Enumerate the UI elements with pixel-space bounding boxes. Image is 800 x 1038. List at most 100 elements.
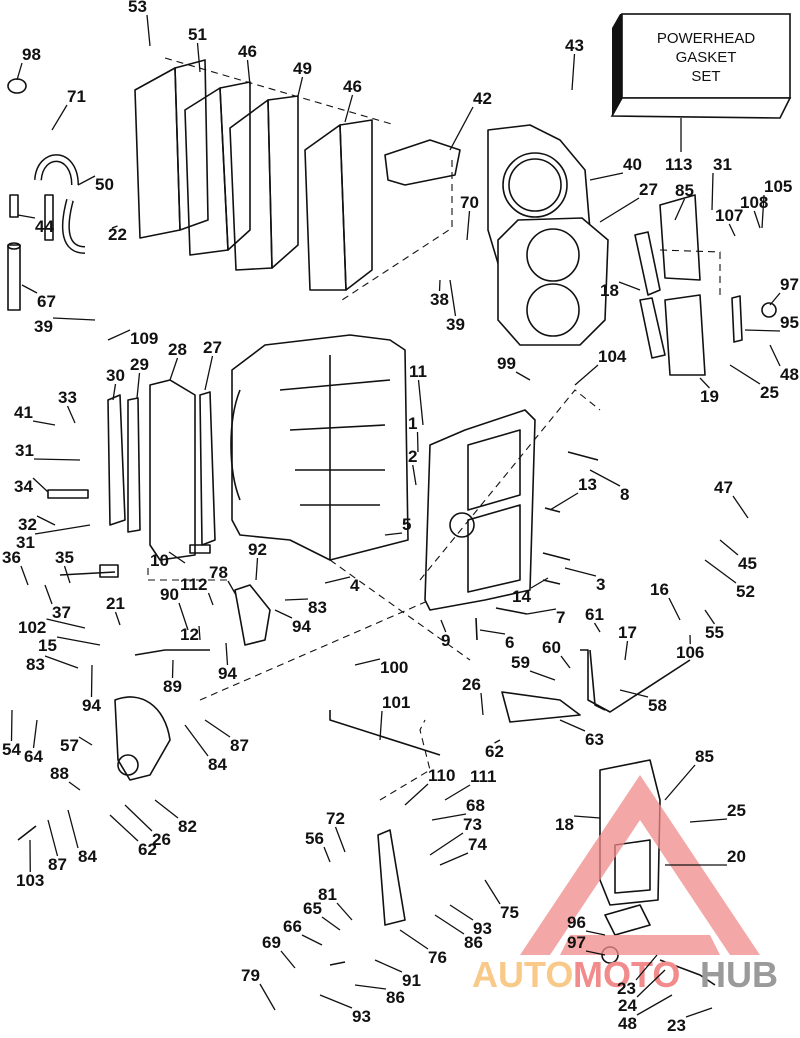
callout-label: 31 — [713, 155, 732, 174]
callout-106: 106 — [676, 634, 704, 662]
callout-label: 4 — [350, 576, 360, 595]
leader-line — [284, 598, 309, 601]
cylinder-head — [341, 124, 609, 346]
leader-line — [429, 832, 464, 856]
callout-109: 109 — [107, 329, 158, 348]
callout-label: 45 — [738, 554, 757, 573]
callout-label: 14 — [512, 587, 531, 606]
watermark-moto: MOTO — [573, 954, 680, 995]
callout-69: 69 — [262, 933, 296, 969]
callout-label: 108 — [740, 193, 768, 212]
leader-line — [344, 94, 354, 123]
callout-93: 93 — [449, 904, 492, 938]
leader-line — [744, 329, 781, 332]
callout-78: 78 — [209, 563, 237, 596]
callout-72: 72 — [326, 809, 346, 853]
callout-label: 26 — [462, 675, 481, 694]
kit-line-2: GASKET — [676, 49, 737, 66]
callout-36: 36 — [2, 548, 29, 586]
callout-98: 98 — [16, 45, 41, 81]
callout-51: 51 — [188, 25, 207, 73]
leader-line — [573, 815, 601, 819]
callout-label: 65 — [303, 899, 322, 918]
leader-line — [636, 969, 666, 998]
leader-line — [374, 959, 403, 973]
kit-line-1: POWERHEAD — [657, 30, 756, 47]
leader-line — [384, 532, 403, 536]
callout-92: 92 — [248, 540, 267, 581]
callout-label: 13 — [578, 475, 597, 494]
callout-label: 48 — [780, 365, 799, 384]
callout-label: 111 — [470, 767, 497, 786]
leader-line — [336, 902, 353, 921]
callout-67: 67 — [21, 284, 56, 311]
callout-5: 5 — [384, 515, 411, 536]
leader-line — [399, 929, 429, 950]
callout-label: 91 — [402, 971, 421, 990]
callout-label: 29 — [130, 355, 149, 374]
callout-89: 89 — [163, 659, 182, 696]
leader-line — [704, 559, 737, 584]
callout-35: 35 — [55, 548, 74, 584]
leader-line — [571, 53, 576, 91]
watermark: AUTO MOTO HUB — [472, 775, 778, 995]
leader-line — [21, 284, 38, 294]
callout-59: 59 — [511, 653, 556, 681]
callout-label: 7 — [556, 608, 565, 627]
leader-line — [154, 799, 179, 819]
callout-58: 58 — [619, 689, 667, 715]
callout-label: 110 — [428, 766, 455, 785]
callout-16: 16 — [650, 580, 681, 621]
callout-75: 75 — [484, 879, 519, 922]
callout-108: 108 — [740, 193, 768, 229]
leader-line — [67, 809, 79, 849]
leader-line — [107, 329, 131, 341]
callout-103: 103 — [16, 839, 44, 890]
callout-label: 27 — [639, 180, 658, 199]
callout-label: 12 — [180, 625, 199, 644]
callout-label: 30 — [106, 366, 125, 385]
leader-line — [769, 292, 781, 306]
leader-line — [77, 175, 96, 186]
callout-65: 65 — [303, 899, 341, 931]
callout-label: 90 — [160, 585, 179, 604]
callout-94: 94 — [82, 664, 101, 715]
hoses — [7, 78, 86, 311]
callout-label: 19 — [700, 387, 719, 406]
callout-56: 56 — [305, 829, 331, 863]
callout-label: 86 — [464, 933, 483, 952]
callout-label: 26 — [152, 830, 171, 849]
callout-label: 81 — [318, 885, 337, 904]
callout-28: 28 — [168, 340, 187, 381]
leader-line — [204, 355, 214, 391]
callout-13: 13 — [549, 475, 597, 511]
leader-line — [732, 495, 749, 519]
callout-48: 48 — [618, 994, 673, 1033]
callout-86: 86 — [354, 984, 405, 1007]
callout-48: 48 — [769, 344, 799, 384]
callout-label: 85 — [675, 181, 694, 200]
callout-3: 3 — [564, 567, 605, 594]
callout-76: 76 — [399, 929, 447, 967]
leader-line — [297, 76, 304, 97]
callout-label: 23 — [617, 979, 636, 998]
callout-83: 83 — [284, 598, 327, 617]
leader-line — [589, 469, 621, 487]
callout-label: 8 — [620, 485, 629, 504]
callout-84: 84 — [67, 809, 97, 866]
leader-line — [444, 784, 471, 801]
leader-line — [280, 950, 296, 969]
callout-label: 83 — [308, 598, 327, 617]
leader-line — [334, 826, 346, 853]
callout-38: 38 — [430, 279, 449, 309]
leader-line — [636, 994, 673, 1016]
callout-label: 89 — [163, 677, 182, 696]
callout-label: 18 — [555, 815, 574, 834]
callout-label: 84 — [78, 847, 97, 866]
callout-74: 74 — [439, 835, 487, 866]
callout-label: 109 — [130, 329, 158, 348]
callout-label: 78 — [209, 563, 228, 582]
watermark-auto: AUTO — [472, 954, 573, 995]
leader-line — [10, 709, 13, 742]
callout-label: 5 — [402, 515, 411, 534]
